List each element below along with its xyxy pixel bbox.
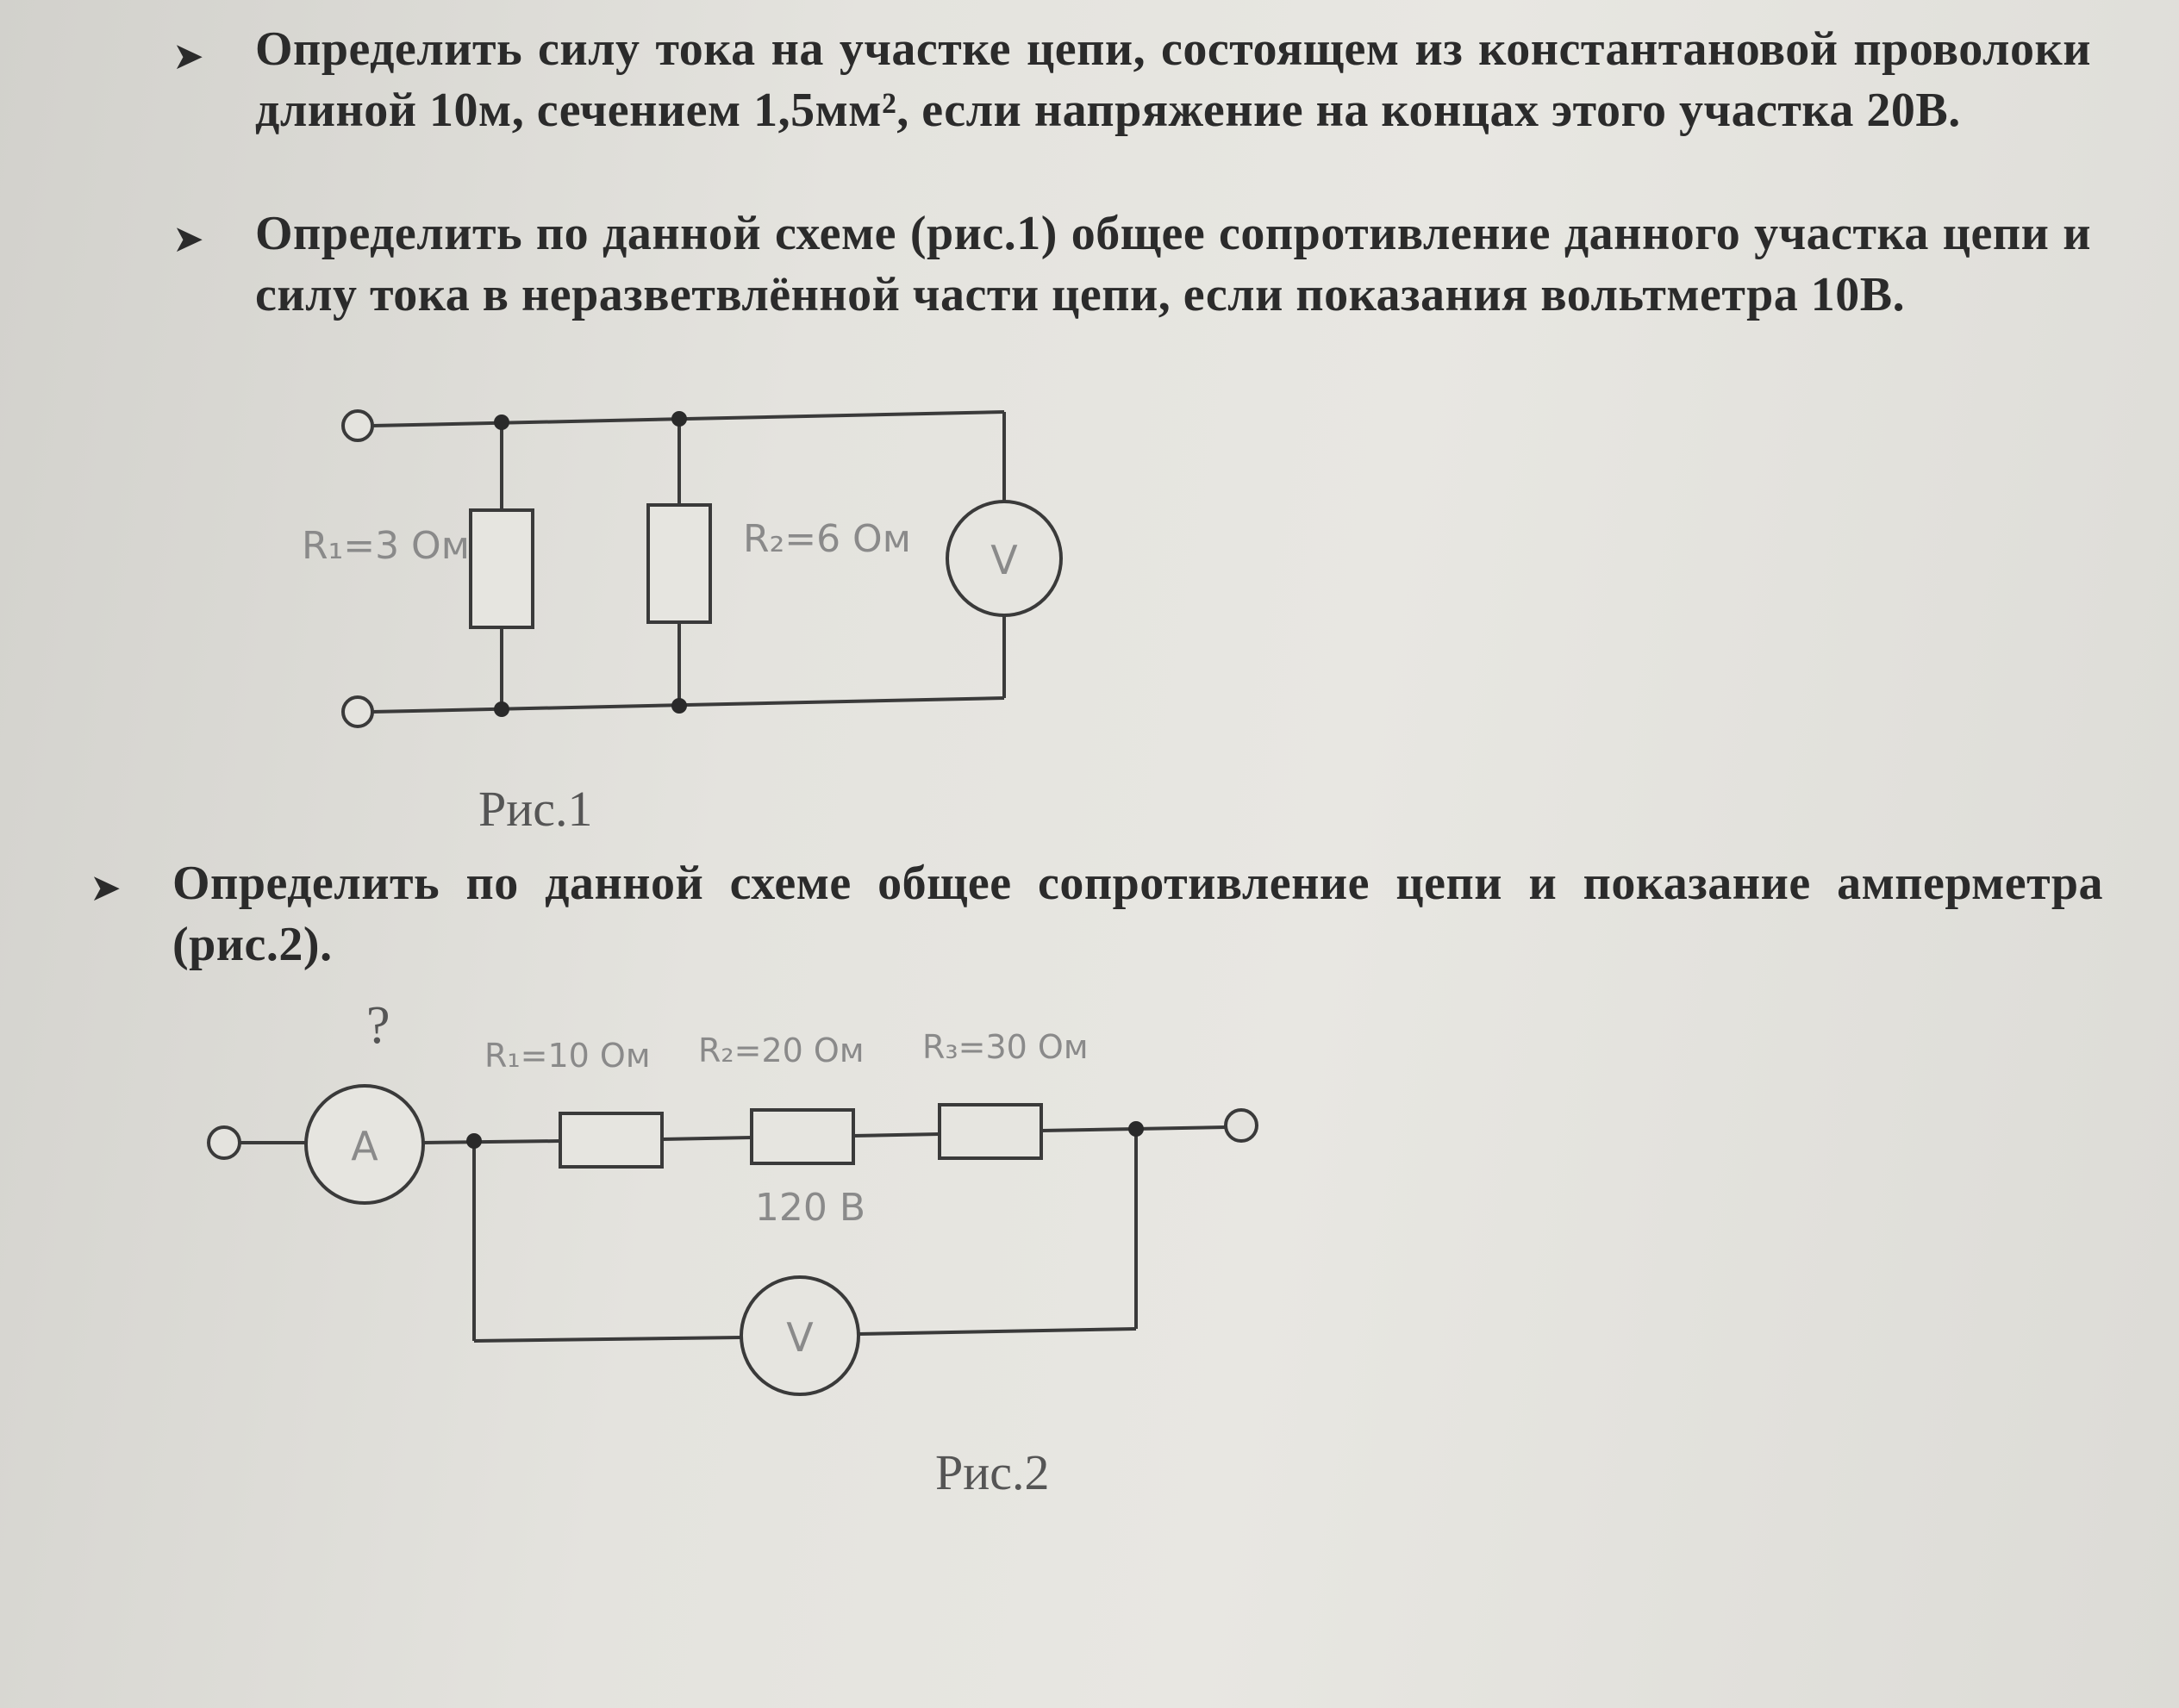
fig2-voltage-label: 120 В bbox=[755, 1186, 865, 1230]
fig2-r1-label: R₁=10 Ом bbox=[484, 1037, 651, 1075]
fig2-wire-r1-r2 bbox=[661, 1136, 752, 1141]
fig1-terminal-bottom bbox=[341, 695, 374, 728]
fig2-resistor-r1 bbox=[559, 1112, 664, 1169]
fig2-r2-label: R₂=20 Ом bbox=[698, 1032, 865, 1069]
fig2-question-mark: ? bbox=[366, 996, 390, 1055]
fig1-terminal-top bbox=[341, 409, 374, 442]
task-1: Определить силу тока на участке цепи, со… bbox=[255, 19, 2091, 141]
fig2-ammeter-label: A bbox=[351, 1123, 378, 1169]
fig2-wire-a-r1 bbox=[422, 1139, 561, 1144]
fig2-resistor-r3 bbox=[938, 1103, 1043, 1160]
fig2-junction bbox=[466, 1133, 482, 1149]
fig2-r3-label: R₃=30 Ом bbox=[922, 1028, 1089, 1066]
fig2-terminal-left bbox=[207, 1125, 241, 1160]
fig1-junction bbox=[494, 415, 509, 430]
fig2-vm-wire-bottom-right bbox=[858, 1327, 1137, 1336]
task-3-text: Определить по данной схеме общее сопроти… bbox=[172, 857, 2103, 971]
fig1-resistor-r1 bbox=[469, 508, 534, 629]
task-3: Определить по данной схеме общее сопроти… bbox=[172, 853, 2103, 976]
bullet-arrow-icon: ➤ bbox=[172, 217, 204, 261]
task-2-text: Определить по данной схеме (рис.1) общее… bbox=[255, 207, 2091, 321]
fig1-r1-label: R₁=3 Ом bbox=[302, 524, 470, 568]
task-1-text: Определить силу тока на участке цепи, со… bbox=[255, 22, 2091, 137]
fig1-bottom-wire bbox=[371, 696, 1005, 714]
figure-2-circuit bbox=[207, 1084, 1258, 1396]
bullet-arrow-icon: ➤ bbox=[172, 34, 204, 78]
fig2-resistor-r2 bbox=[750, 1108, 855, 1165]
fig2-wire-r2-r3 bbox=[852, 1132, 940, 1138]
fig2-ammeter bbox=[304, 1084, 425, 1205]
junction-dots bbox=[466, 411, 1144, 1149]
fig2-voltmeter bbox=[740, 1275, 860, 1396]
fig2-caption: Рис.2 bbox=[935, 1444, 1050, 1500]
fig1-resistor-r2 bbox=[646, 503, 712, 624]
figure-1-circuit bbox=[341, 409, 1063, 728]
fig2-junction bbox=[1128, 1121, 1144, 1137]
fig1-r2-label: R₂=6 Ом bbox=[743, 517, 911, 561]
fig2-voltmeter-label: V bbox=[786, 1314, 814, 1361]
fig1-junction bbox=[671, 411, 687, 427]
fig1-caption: Рис.1 bbox=[478, 781, 593, 837]
fig1-voltmeter-label: V bbox=[990, 537, 1018, 583]
fig1-junction bbox=[671, 698, 687, 714]
fig2-terminal-right bbox=[1224, 1108, 1258, 1143]
task-2: Определить по данной схеме (рис.1) общее… bbox=[255, 203, 2091, 326]
fig1-junction bbox=[494, 701, 509, 717]
fig1-top-wire bbox=[371, 410, 1005, 427]
fig2-vm-wire-bottom-left bbox=[473, 1336, 742, 1343]
bullet-arrow-icon: ➤ bbox=[90, 866, 122, 910]
